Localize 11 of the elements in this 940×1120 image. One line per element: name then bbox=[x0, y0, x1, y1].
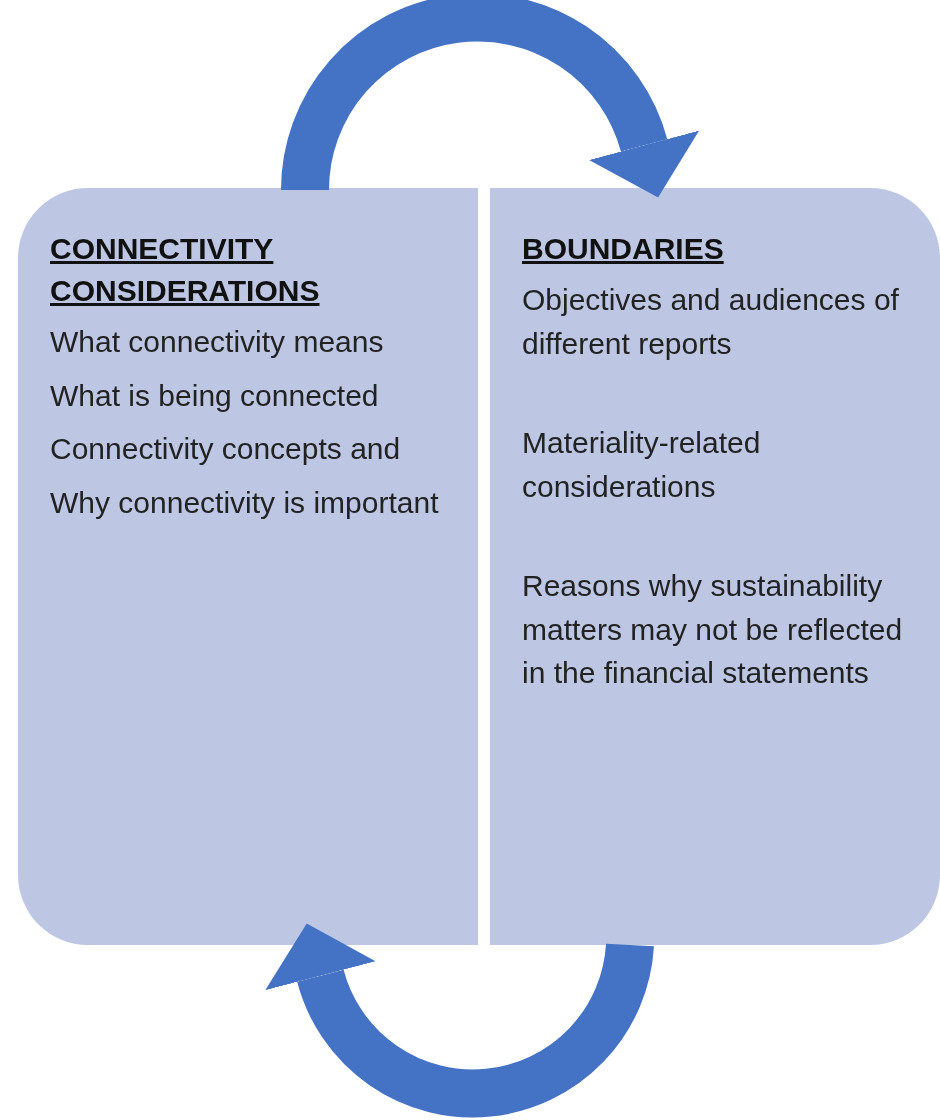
panel-item: Why connectivity is important bbox=[50, 484, 440, 521]
panel-item: Reasons why sustainability matters may not be reflected in the financial statements bbox=[522, 568, 904, 691]
content-panel bbox=[490, 188, 940, 945]
content-panel bbox=[18, 188, 478, 945]
panel-heading: BOUNDARIES bbox=[522, 231, 725, 267]
panel-item: Connectivity concepts and bbox=[50, 431, 402, 467]
panel-item: Objectives and audiences of different reports bbox=[522, 282, 900, 362]
panel-item: What connectivity means bbox=[50, 324, 385, 360]
panel-item: What is being connected bbox=[50, 377, 380, 414]
panel-item: Materiality-related considerations bbox=[522, 425, 762, 505]
panel-heading: CONNECTIVITY CONSIDERATIONS bbox=[50, 231, 321, 309]
